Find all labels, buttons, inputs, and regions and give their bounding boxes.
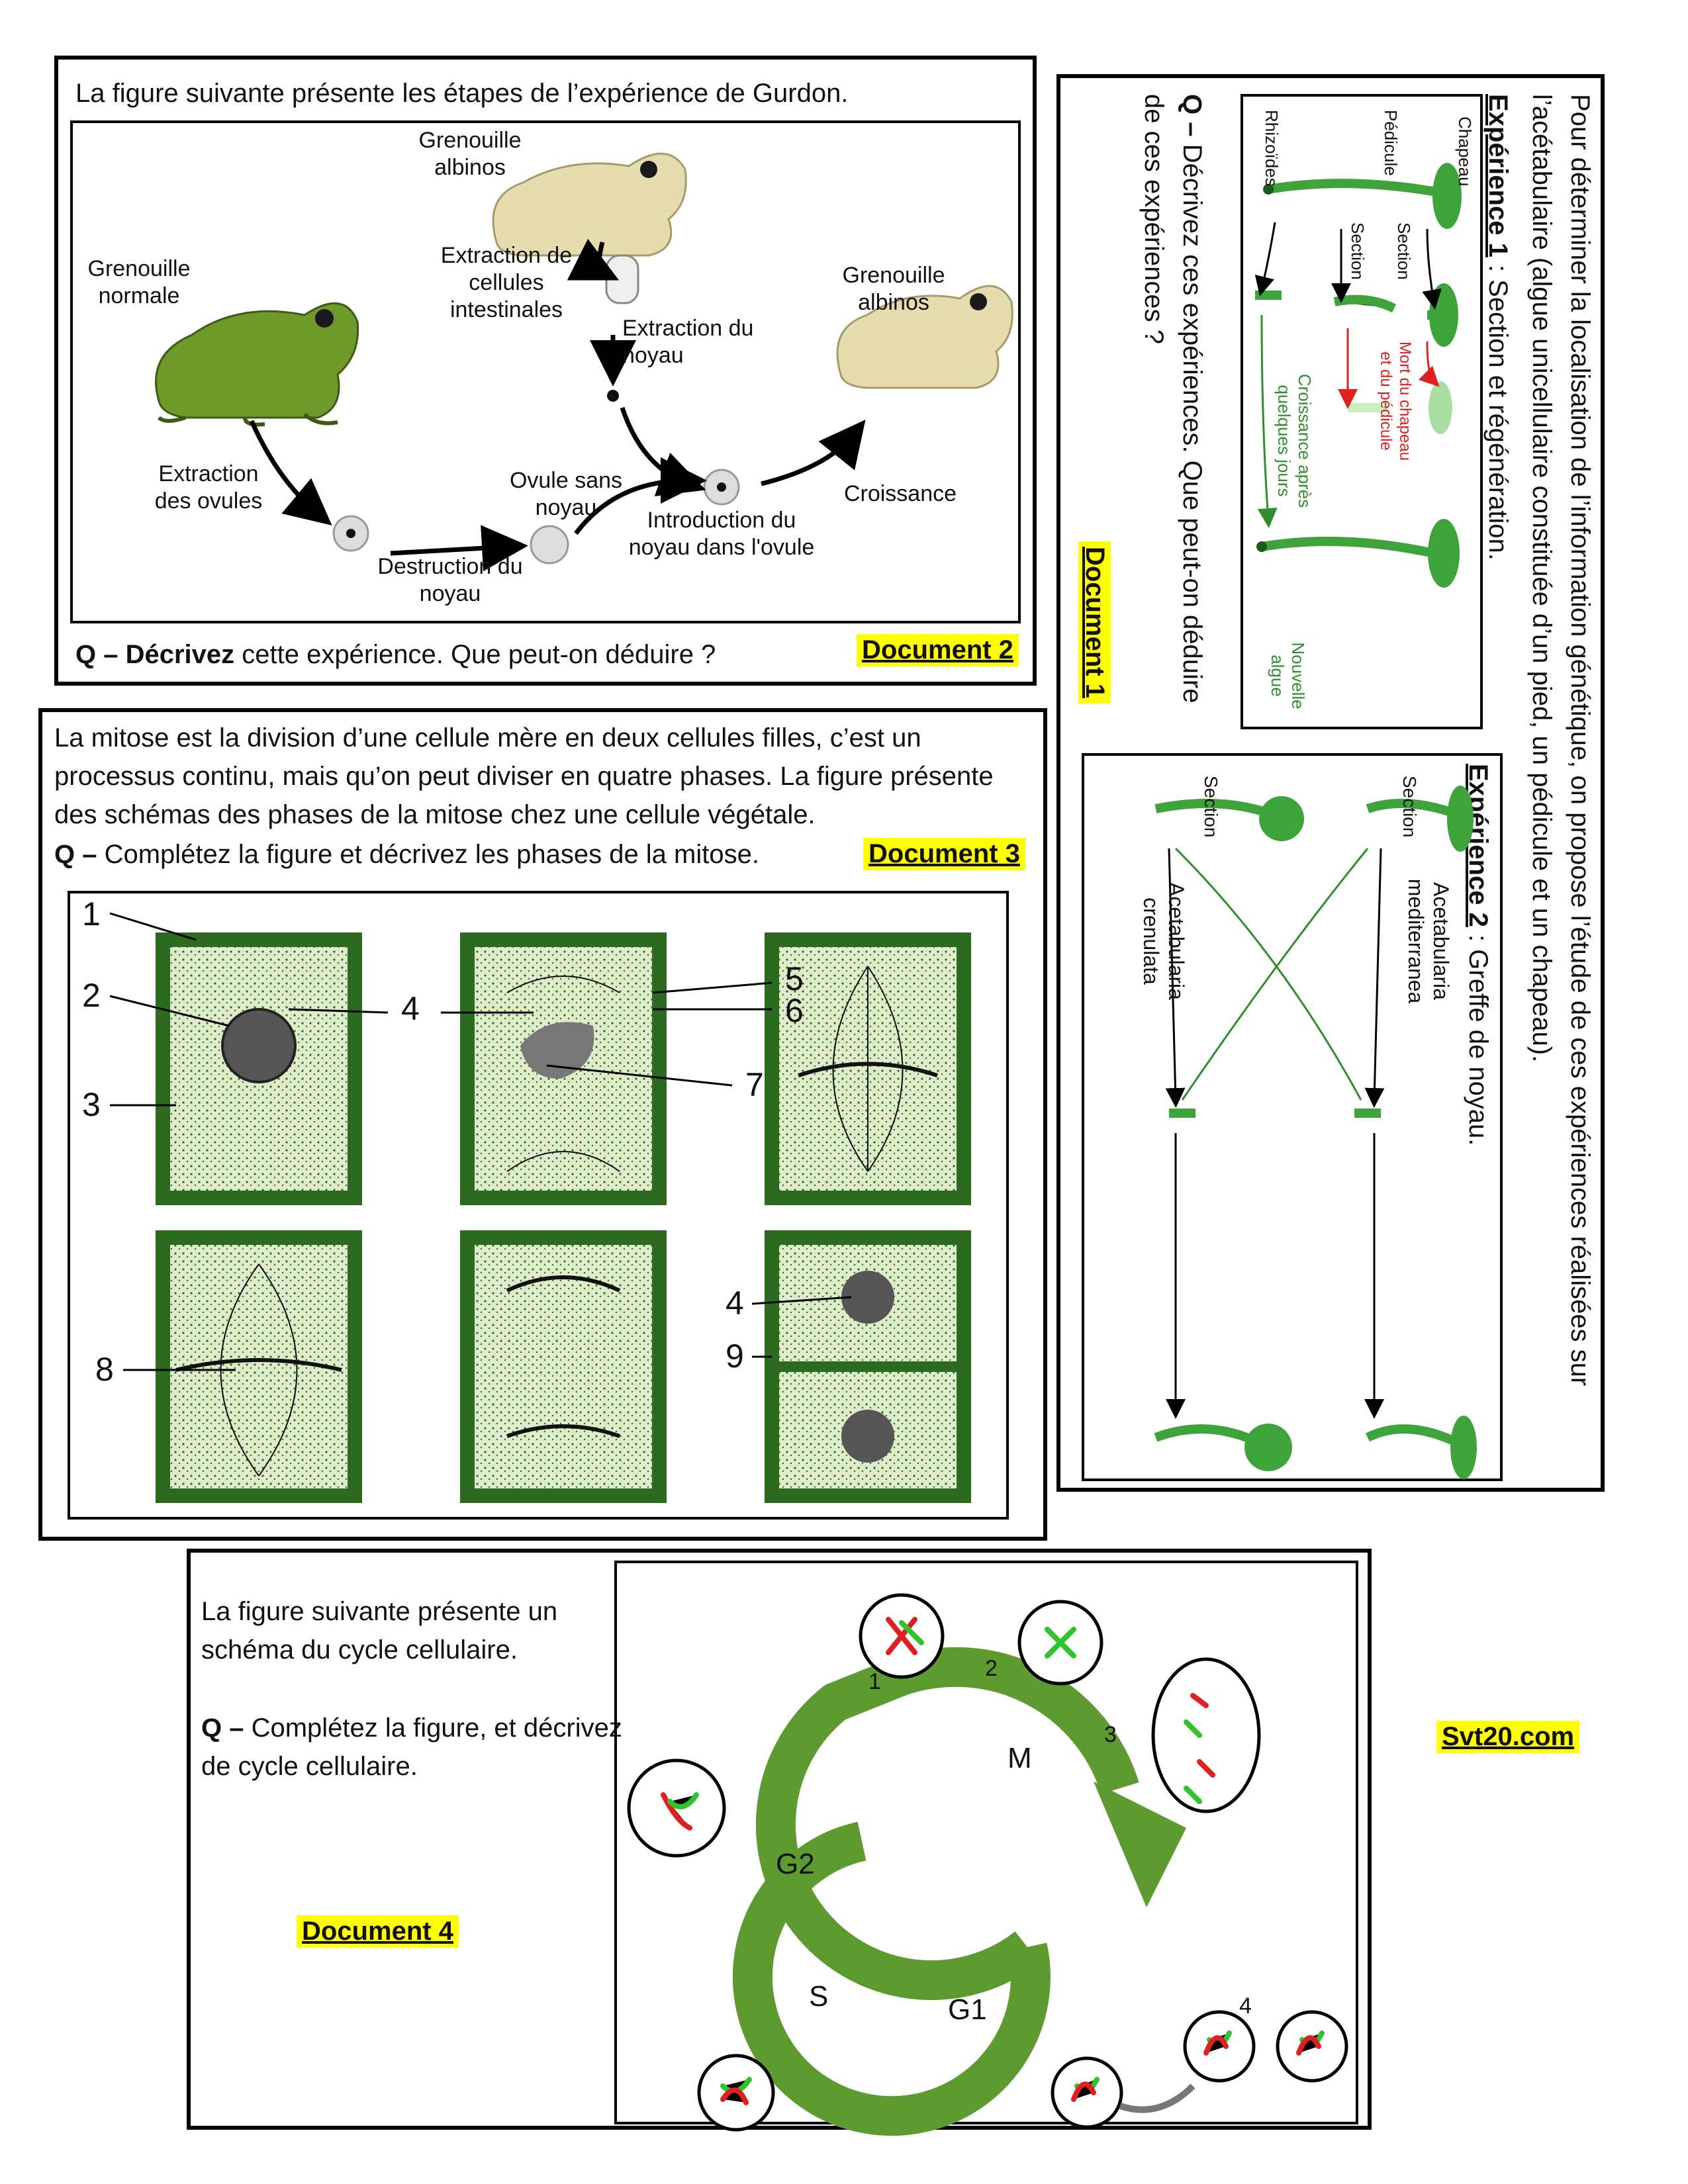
frog-normal-illustration [155, 302, 359, 427]
document-2-box: La figure suivante présente les étapes d… [54, 56, 1037, 686]
doc1-badge: Document 1 [1078, 541, 1111, 704]
cell-anaphase [156, 1230, 362, 1503]
doc1-exp1-title-line: Expérience 1 : Section et régénération. [1479, 94, 1517, 561]
label-frog-albino-top: Grenouille albinos [418, 128, 522, 180]
exp1-label-pedicule: Pédicule [1381, 110, 1401, 176]
label-frog-albino-result: Grenouille albinos [842, 263, 945, 315]
cell-interphase [156, 933, 362, 1205]
cycle-number-3: 3 [1104, 1722, 1117, 1747]
label-intro-nucleus: Introduction du noyau dans l'ovule [628, 508, 815, 560]
doc1-exp1-figure: Chapeau Pédicule Rhizoïdes Section Secti… [1241, 94, 1483, 729]
document-4-box: La figure suivante présente un schéma du… [187, 1549, 1372, 2136]
doc4-intro: La figure suivante présente un schéma du… [201, 1597, 558, 1664]
nucleus-dot [607, 390, 619, 402]
label-growth: Croissance [843, 481, 957, 506]
cell-metaphase [765, 933, 971, 1205]
exp1-label-rhizoides: Rhizoïdes [1262, 110, 1282, 187]
doc3-intro: La mitose est la division d’une cellule … [54, 723, 994, 829]
exp2-label-section-a: Section [1399, 776, 1420, 838]
phase-g1: G1 [948, 1993, 987, 2026]
exp1-label-section-a: Section [1394, 222, 1414, 280]
cell-daughter-cells [765, 1230, 971, 1503]
phase-m: M [1008, 1742, 1032, 1774]
mitosis-cells-drawing [109, 912, 971, 1503]
cell-telophase [460, 1230, 667, 1503]
mitosis-number-4b: 4 [726, 1285, 744, 1322]
doc3-question: Q – Complétez la figure et décrivez les … [54, 835, 759, 874]
label-destroy-nucleus: Destruction du noyau [377, 554, 523, 606]
doc2-q-bold: Décrivez [125, 640, 235, 669]
mitosis-number-6: 6 [785, 992, 804, 1029]
ovule-with-nucleus [332, 515, 369, 552]
label-ovule-no-nucleus: Ovule sans noyau [509, 468, 623, 520]
exp1-label-section-b: Section [1348, 222, 1368, 280]
doc2-badge: Document 2 [857, 634, 1019, 666]
mitosis-number-5: 5 [785, 960, 804, 997]
doc2-arrows [249, 238, 866, 572]
ovule-without-nucleus [530, 525, 569, 565]
cell-prophase [460, 933, 667, 1205]
exp2-label-med: Acetabularia mediterranea [1403, 878, 1453, 1004]
doc1-q-prefix: Q – [1178, 94, 1207, 144]
mitosis-number-2: 2 [82, 977, 101, 1014]
exp2-label-section-b: Section [1201, 776, 1221, 838]
doc2-q-prefix: Q – [75, 640, 126, 669]
mitosis-number-4: 4 [401, 990, 420, 1027]
doc1-exp2-figure: Expérience 2 : Greffe de noyau. [1082, 753, 1503, 1481]
mitosis-number-1: 1 [82, 895, 101, 933]
document-1-box: Pour déterminer la localisation de l’inf… [1056, 74, 1605, 1492]
doc1-intro: Pour déterminer la localisation de l’inf… [1527, 94, 1595, 1387]
site-label: Svt20.com [1436, 1721, 1580, 1753]
doc3-badge: Document 3 [863, 838, 1025, 870]
doc3-q-rest: Complétez la figure et décrivez les phas… [104, 840, 759, 869]
cycle-number-4: 4 [1239, 1993, 1252, 2019]
exp1-algae-drawing [1254, 163, 1462, 588]
doc1-question: Q – Décrivez ces expériences. Que peut-o… [1135, 94, 1211, 729]
label-extract-cells: Extraction de cellules intestinales [440, 243, 573, 322]
doc2-intro: La figure suivante présente les étapes d… [75, 79, 849, 108]
label-extract-nucleus: Extraction du noyau [622, 316, 754, 368]
label-frog-normal: Grenouille normale [87, 256, 191, 308]
doc3-q-prefix: Q – [54, 840, 105, 869]
doc2-question: Q – Décrivez cette expérience. Que peut-… [75, 635, 716, 674]
cycle-number-1: 1 [868, 1669, 881, 1694]
exp1-label-nouvelle: Nouvelle algue [1267, 642, 1308, 709]
doc3-figure: 1 2 3 4 5 6 7 8 4 9 [68, 891, 1009, 1520]
mitosis-number-3: 3 [82, 1086, 101, 1123]
cell-cycle-drawing [627, 1593, 1348, 2136]
doc4-q-prefix: Q – [201, 1713, 252, 1743]
frog-albino-result-illustration [836, 285, 1013, 389]
doc1-exp1-rest: : Section et régénération. [1483, 257, 1513, 561]
mitosis-number-8: 8 [95, 1351, 114, 1388]
document-3-box: La mitose est la division d’une cellule … [38, 708, 1047, 1541]
exp2-graft-drawing [1154, 786, 1477, 1479]
doc4-question: Q – Complétez la figure, et décrivez de … [201, 1709, 625, 1786]
exp2-label-cren: Acetabularia crenulata [1139, 882, 1188, 1000]
doc1-exp1-title: Expérience 1 [1483, 94, 1513, 257]
doc4-q-rest: Complétez la figure, et décrivez de cycl… [201, 1713, 622, 1781]
doc1-rotated-content: Pour déterminer la localisation de l’inf… [1060, 78, 1609, 1496]
doc2-figure: Grenouille normale Grenouille albinos Gr… [70, 120, 1021, 623]
doc4-figure: 1 2 3 4 M G2 S G1 [614, 1561, 1358, 2136]
label-extract-ovules: Extraction des ovules [154, 461, 263, 514]
phase-g2: G2 [776, 1848, 815, 1880]
exp1-label-chapeau: Chapeau [1455, 116, 1475, 187]
exp1-label-mort: Mort du chapeau et du pédicule [1377, 341, 1414, 461]
mitosis-number-7: 7 [745, 1066, 764, 1103]
doc2-q-rest: cette expérience. Que peut-on déduire ? [234, 640, 716, 669]
frog-albino-top-illustration [492, 152, 687, 257]
cycle-number-2: 2 [985, 1656, 998, 1681]
doc4-badge: Document 4 [297, 1915, 459, 1948]
doc1-q-rest: Décrivez ces expériences. Que peut-on dé… [1139, 94, 1207, 704]
mitosis-number-9: 9 [726, 1338, 744, 1375]
phase-s: S [809, 1980, 829, 2013]
exp1-label-croissance: Croissance après quelques jours [1274, 373, 1315, 508]
